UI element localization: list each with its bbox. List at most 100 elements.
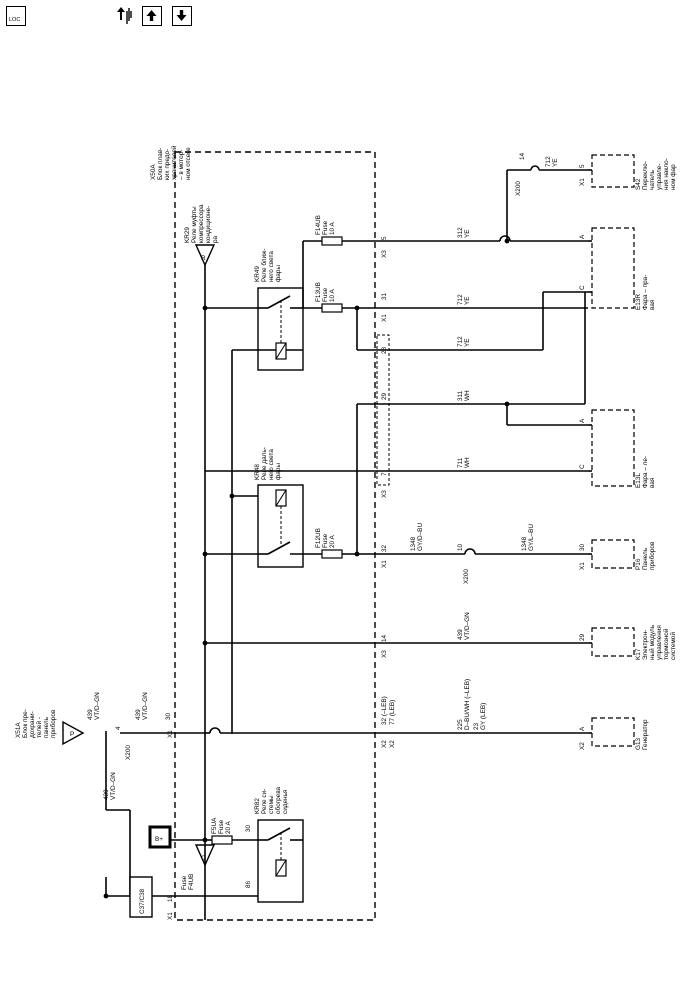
x50a-label-line-1: Блок плав- — [157, 148, 164, 180]
wire-23-label-line-1: GY (LEB) — [480, 703, 487, 730]
x50a-label-line-3: хранителей — [170, 145, 178, 180]
s42-label-line-5: ном фар — [670, 164, 677, 190]
kr82-label-line-1: Реле си- — [261, 789, 268, 814]
c37-c38-connector-box — [129, 876, 153, 918]
page-up-button[interactable] — [142, 6, 162, 26]
wire-225-label-line-0: 225 — [457, 719, 464, 730]
s42-label-line-3: управле- — [656, 164, 663, 190]
x2-label-b: X2 — [389, 740, 396, 748]
e13l-label-line-2: вая — [649, 477, 656, 488]
navigation-icon — [117, 7, 132, 24]
wire-439-x51a-b-label-line-0: 439 — [135, 709, 142, 720]
f4ub-label-line-0: Fuse — [181, 875, 188, 890]
b-plus-symbol: B+ — [155, 836, 163, 843]
e13l-headlamp-box — [591, 409, 635, 487]
f14ub-label-line-0: F14UB — [315, 215, 322, 235]
f5ua-label-line-1: Fuse — [218, 819, 225, 834]
kr29-label-line-3: кондиционе- — [205, 206, 212, 243]
f14ub-label-line-2: 10 A — [329, 221, 336, 235]
pin-x2-77: 77 (LEB) — [389, 700, 396, 725]
kr82-label-line-2: стемы — [268, 795, 275, 814]
s42-label-line-4: ния накло- — [663, 158, 670, 190]
pin-86: 86 — [245, 880, 252, 888]
pin-k17-29: 29 — [579, 633, 586, 641]
kr29-label-line-1: Реле муфты — [191, 206, 198, 243]
kr82-label-line-4: сиденья — [282, 789, 289, 814]
e13r-label-line-1: Фара – пра- — [642, 275, 649, 310]
f14ub-fuse — [321, 236, 343, 246]
p16-panel-box — [591, 539, 635, 569]
arrow-down-icon — [176, 10, 187, 21]
wire-312-label-line-0: 312 — [457, 227, 464, 238]
k17-label-line-2: ный модуль — [648, 624, 656, 660]
wire-711-label-line-0: 711 — [457, 457, 464, 468]
f13ub-label-line-2: 10 A — [329, 288, 336, 302]
pin-30-top: 30 — [165, 712, 172, 720]
pin-x1-31: 31 — [381, 292, 388, 300]
pin-x1-32: 32 — [381, 544, 388, 552]
f5ua-label-line-2: 20 A — [225, 820, 232, 834]
x3-label-top: X3 — [381, 250, 388, 258]
x1-label-a: X1 — [381, 314, 388, 322]
x200-label-a: X200 — [515, 181, 522, 196]
kr29-label-line-4: ра — [212, 235, 219, 243]
p16-label-line-2: приборов — [648, 541, 656, 570]
f4ub-fuse-triangle — [194, 844, 216, 867]
x200-label-c: X200 — [125, 745, 132, 760]
x51a-label-line-4: панель — [43, 716, 50, 738]
x51a-label-line-0: X51A — [15, 722, 22, 738]
x51a-label-line-3: телей - — [35, 717, 43, 738]
pin-e13r-c: C — [579, 285, 586, 290]
x3-label-b: X3 — [381, 490, 388, 498]
kr48-relay — [257, 484, 304, 568]
k17-label-line-3: управления — [656, 625, 663, 660]
s42-label-line-2: чатель — [649, 169, 656, 190]
wire-439-k17-label-line-1: VT/D–GN — [464, 612, 471, 640]
wire-225-label-line-1: D–BU/WH (–LEB) — [464, 679, 471, 730]
s42-switch-box — [591, 154, 635, 188]
x51a-label-line-1: Блок пре- — [22, 709, 29, 738]
f12ub-label-line-0: F12UB — [315, 528, 322, 548]
kr49-label-line-1: Реле ближ- — [260, 249, 268, 282]
navigation-icon-button[interactable] — [116, 6, 136, 26]
k17-label-line-4: тормозной — [662, 628, 670, 660]
x1-label-d: X1 — [167, 912, 174, 920]
e13l-label-line-0: E13L — [635, 473, 642, 488]
wire-23-label-line-0: 23 — [473, 722, 480, 730]
wire-312-label-line-1: YE — [464, 229, 471, 238]
battery-positive-box — [148, 825, 172, 849]
x50a-label-line-0: X50A — [150, 164, 157, 180]
pin-x2-32: 32 (–LEB) — [381, 696, 388, 725]
f13ub-label-line-1: Fuse — [322, 287, 329, 302]
pin-x3-5: 5 — [381, 236, 388, 240]
pin-x200-10: 10 — [457, 543, 464, 551]
wire-712-a-label-line-1: YE — [464, 296, 471, 305]
wire-712-b-label-line-1: YE — [464, 338, 471, 347]
location-icon-button[interactable]: LOC — [6, 6, 26, 26]
f5ua-label-line-0: F5UA — [211, 817, 218, 834]
kr48-label-line-0: KR48 — [254, 464, 261, 480]
kr29-label-line-2: компрессора — [198, 204, 205, 243]
wire-712-top-label-line-1: YE — [552, 158, 559, 167]
wire-439-x51a-a-label-line-1: VT/D–GN — [94, 692, 101, 720]
p16-x1-label: X1 — [579, 562, 586, 570]
kr48-label-line-2: него света — [268, 449, 275, 480]
wire-712-top-label-line-0: 712 — [545, 156, 552, 167]
pin-e13l-a: A — [579, 418, 586, 423]
pin-x3-7: 7 — [381, 472, 388, 476]
k17-label-line-0: K17 — [635, 648, 642, 660]
kr82-label-line-0: KR82 — [254, 798, 261, 814]
x50a-label-line-4: – в мотор- — [178, 150, 185, 180]
wire-1348-b-label-line-0: 1348 — [521, 536, 528, 551]
x50a-fuse-block-outline — [174, 151, 376, 921]
e13l-label-line-1: Фара – ле- — [642, 456, 649, 488]
x50a-label-line-5: ном отсеке — [185, 147, 192, 180]
page-down-button[interactable] — [172, 6, 192, 26]
f4ub-label-line-1: F4UB — [188, 874, 195, 890]
f4ub-o-symbol: O — [201, 855, 206, 862]
kr29-r-symbol: R — [201, 255, 206, 262]
kr29-relay-triangle — [194, 244, 216, 267]
pin-x200-14: 14 — [519, 152, 526, 160]
x3-label-c: X3 — [381, 650, 388, 658]
